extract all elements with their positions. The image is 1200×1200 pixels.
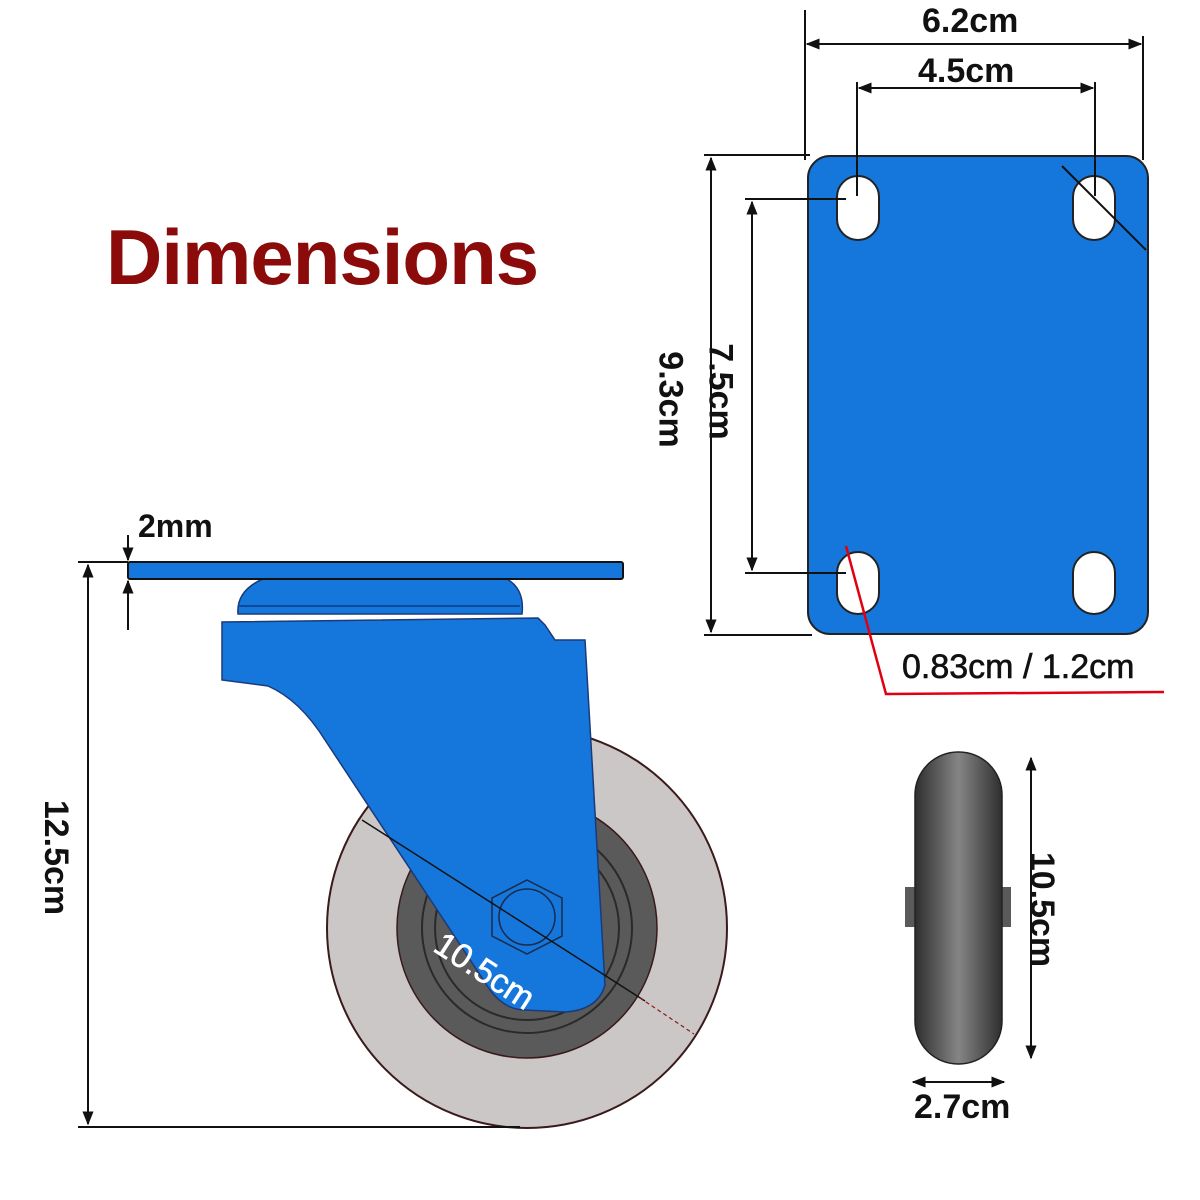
bolt-hole-bottom-left bbox=[836, 551, 880, 615]
top-plate-side bbox=[127, 561, 624, 580]
leader-line-bolt-hole bbox=[844, 545, 1165, 696]
label-plate-width: 6.2cm bbox=[922, 2, 1019, 40]
top-plate-view bbox=[704, 10, 1165, 696]
swivel-bearing bbox=[237, 577, 524, 615]
label-wheel-width: 2.7cm bbox=[914, 1088, 1011, 1126]
label-hole-spacing-width: 4.5cm bbox=[918, 52, 1015, 90]
bolt-hole-bottom-right bbox=[1072, 551, 1116, 615]
mounting-plate bbox=[807, 155, 1149, 635]
label-hole-spacing-length: 7.5cm bbox=[701, 343, 740, 440]
side-view bbox=[78, 535, 728, 1129]
wheel-profile bbox=[914, 751, 1003, 1065]
axle-nut bbox=[491, 879, 563, 955]
label-wheel-diameter: 10.5cm bbox=[1023, 851, 1062, 968]
label-plate-thickness: 2mm bbox=[138, 508, 213, 544]
label-overall-height: 12.5cm bbox=[37, 799, 76, 916]
wheel-front-view bbox=[905, 751, 1037, 1088]
label-bolt-hole-size: 0.83cm / 1.2cm bbox=[902, 648, 1135, 687]
page-title: Dimensions bbox=[106, 213, 539, 301]
label-plate-length: 9.3cm bbox=[651, 351, 690, 448]
